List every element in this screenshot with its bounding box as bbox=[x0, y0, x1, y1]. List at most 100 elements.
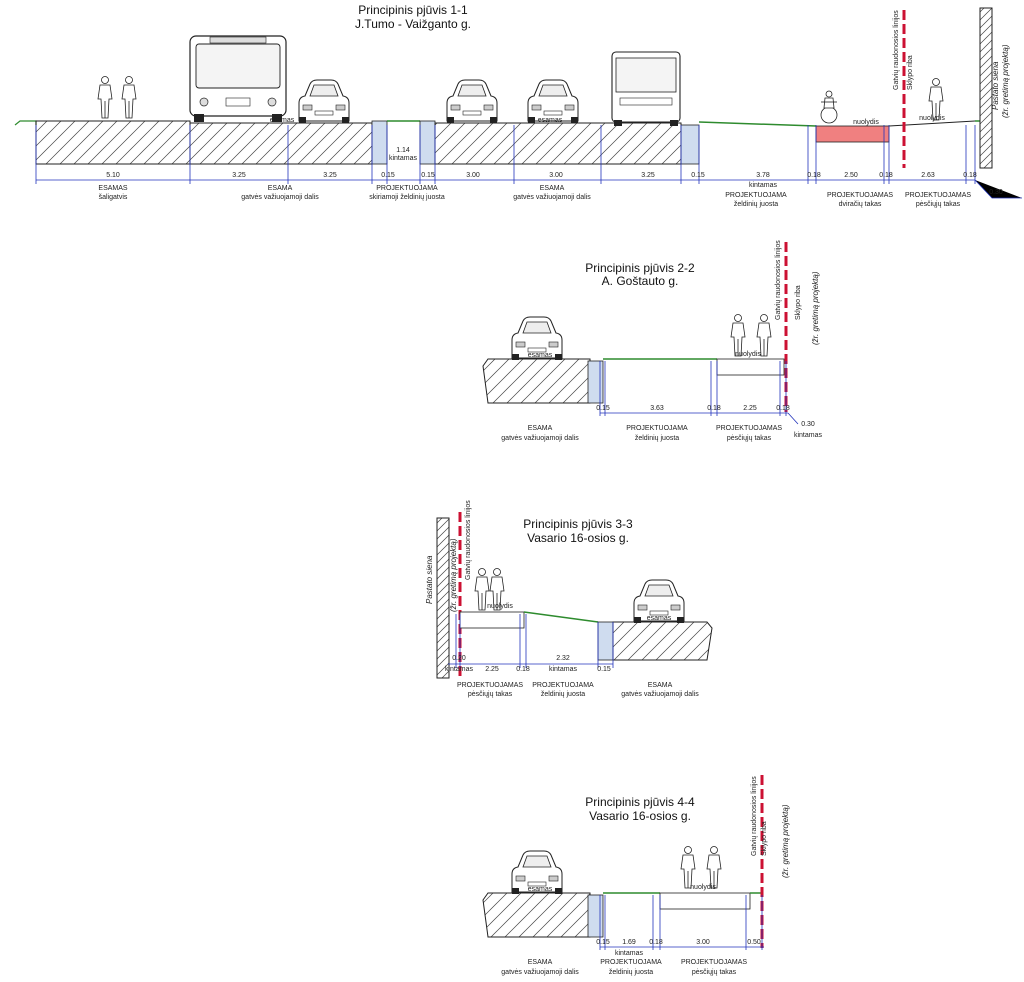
pedestrian-icon bbox=[121, 76, 137, 119]
element-label: ESAMA bbox=[268, 185, 293, 192]
element-label: PROJEKTUOJAMA bbox=[376, 185, 438, 192]
note-nuolydis: nuolydis bbox=[690, 884, 716, 891]
dim-label: 3.00 bbox=[696, 939, 710, 946]
dimension-line-2 bbox=[599, 361, 799, 425]
curb-3 bbox=[680, 124, 700, 165]
dim-label: 0.18 bbox=[649, 939, 663, 946]
element-label: ESAMA bbox=[528, 959, 553, 966]
dim-label: 2.32 bbox=[556, 655, 570, 662]
dim-label: 3.25 bbox=[323, 172, 337, 179]
adjacent-project-label: (žr. gretimą projektą) bbox=[1001, 44, 1010, 118]
element-label: pėsčiųjų takas bbox=[692, 969, 737, 976]
section-3-3: Principinis pjūvis 3-3 Vasario 16-osios … bbox=[425, 500, 713, 698]
dim-label: 0.30 bbox=[801, 421, 815, 428]
dim-label: kintamas bbox=[389, 155, 418, 162]
dim-label: 3.00 bbox=[466, 172, 480, 179]
bus-icon bbox=[611, 51, 681, 127]
section-2-2: Principinis pjūvis 2-2 A. Goštauto g. es… bbox=[482, 240, 823, 442]
adjacent-project-label: (žr. gretimą projektą) bbox=[811, 271, 820, 345]
note-esamas: esamas bbox=[538, 117, 563, 124]
red-line-label: Gatvių raudonosios linijos bbox=[775, 240, 782, 320]
note-esamas: esamas bbox=[528, 886, 553, 893]
section-1-title: Principinis pjūvis 1-1 bbox=[358, 3, 468, 17]
dim-label: 2.25 bbox=[485, 666, 499, 673]
cyclist-icon bbox=[820, 90, 838, 124]
dim-label: 2.63 bbox=[921, 172, 935, 179]
dim-label: 0.18 bbox=[707, 405, 721, 412]
dim-label: 0.15 bbox=[596, 405, 610, 412]
dim-label: 0.18 bbox=[879, 172, 893, 179]
dimension-line-4 bbox=[599, 895, 764, 950]
dim-label: 3.00 bbox=[549, 172, 563, 179]
note-esamas: esamas bbox=[528, 352, 553, 359]
element-label: PROJEKTUOJAMA bbox=[626, 425, 688, 432]
dim-label: 3.63 bbox=[650, 405, 664, 412]
element-label: želdinių juosta bbox=[609, 969, 653, 976]
roadway-block bbox=[482, 892, 591, 938]
curb bbox=[597, 621, 614, 661]
note-nuolydis: nuolydis bbox=[735, 351, 761, 358]
dimension-line-1 bbox=[35, 125, 1022, 199]
dim-label: 3.25 bbox=[641, 172, 655, 179]
adjacent-project-label: (žr. gretimą projektą) bbox=[449, 538, 458, 612]
element-label: PROJEKTUOJAMA bbox=[600, 959, 662, 966]
note-nuolydis: nuolydis bbox=[487, 603, 513, 610]
red-line-label: Gatvių raudonosios linijos bbox=[893, 10, 900, 90]
footway bbox=[659, 892, 751, 910]
adjacent-project-label: (žr. gretimą projektą) bbox=[781, 804, 790, 878]
bus-icon bbox=[189, 35, 287, 123]
section-2-title: Principinis pjūvis 2-2 bbox=[585, 261, 695, 275]
curb-1 bbox=[371, 120, 388, 165]
dim-label: 1.69 bbox=[622, 939, 636, 946]
dim-label: 0.18 bbox=[776, 405, 790, 412]
dim-label: 0.15 bbox=[597, 666, 611, 673]
element-label: PROJEKTUOJAMAS bbox=[905, 192, 971, 199]
element-label: želdinių juosta bbox=[635, 435, 679, 442]
roadway-block bbox=[482, 358, 591, 404]
pedestrian-icon bbox=[97, 76, 113, 119]
footway bbox=[459, 611, 525, 629]
dim-label: 3.25 bbox=[232, 172, 246, 179]
dim-label: kintamas bbox=[794, 432, 823, 439]
roadway-left-block bbox=[189, 122, 373, 165]
dim-label: 0.18 bbox=[516, 666, 530, 673]
element-label: ESAMA bbox=[648, 682, 673, 689]
dim-label: 0.50 bbox=[747, 939, 761, 946]
section-2-street: A. Goštauto g. bbox=[602, 274, 679, 288]
pedestrian-icon bbox=[928, 78, 944, 121]
element-label: želdinių juosta bbox=[734, 201, 778, 208]
note-esamas: esamas bbox=[647, 615, 672, 622]
dim-label: 3.78 bbox=[756, 172, 770, 179]
section-1-street: J.Tumo - Vaižganto g. bbox=[355, 17, 471, 31]
element-label: PROJEKTUOJAMAS bbox=[716, 425, 782, 432]
dim-label: 2.25 bbox=[743, 405, 757, 412]
curb-2 bbox=[419, 120, 436, 165]
note-nuolydis: nuolydis bbox=[919, 115, 945, 122]
element-label: skiriamoji želdinių juosta bbox=[369, 194, 445, 201]
element-label: PROJEKTUOJAMA bbox=[532, 682, 594, 689]
footway bbox=[716, 358, 785, 376]
element-label: želdinių juosta bbox=[541, 691, 585, 698]
red-line-label: Gatvių raudonosios linijos bbox=[751, 776, 758, 856]
curb bbox=[587, 360, 604, 404]
note-nuolydis: nuolydis bbox=[853, 119, 879, 126]
dim-label: kintamas bbox=[749, 182, 778, 189]
roadway-block bbox=[612, 621, 713, 661]
building-wall-label: Pastato siena bbox=[991, 61, 1000, 110]
left-grass-edge bbox=[14, 120, 37, 126]
element-label: ESAMA bbox=[540, 185, 565, 192]
red-line-label: Gatvių raudonosios linijos bbox=[465, 500, 472, 580]
element-label: PROJEKTUOJAMAS bbox=[827, 192, 893, 199]
dim-label: 0.15 bbox=[691, 172, 705, 179]
section-3-street: Vasario 16-osios g. bbox=[527, 531, 629, 545]
dim-label: 0.15 bbox=[381, 172, 395, 179]
dim-label: 0.18 bbox=[807, 172, 821, 179]
dim-label: kintamas bbox=[615, 950, 644, 957]
dim-label: 0.18 bbox=[963, 172, 977, 179]
element-label: ESAMA bbox=[528, 425, 553, 432]
car-icon bbox=[298, 79, 350, 124]
roadway-right-block bbox=[434, 122, 682, 165]
car-icon bbox=[446, 79, 498, 124]
section-1-1: Principinis pjūvis 1-1 J.Tumo - Vaižgant… bbox=[14, 3, 1022, 208]
